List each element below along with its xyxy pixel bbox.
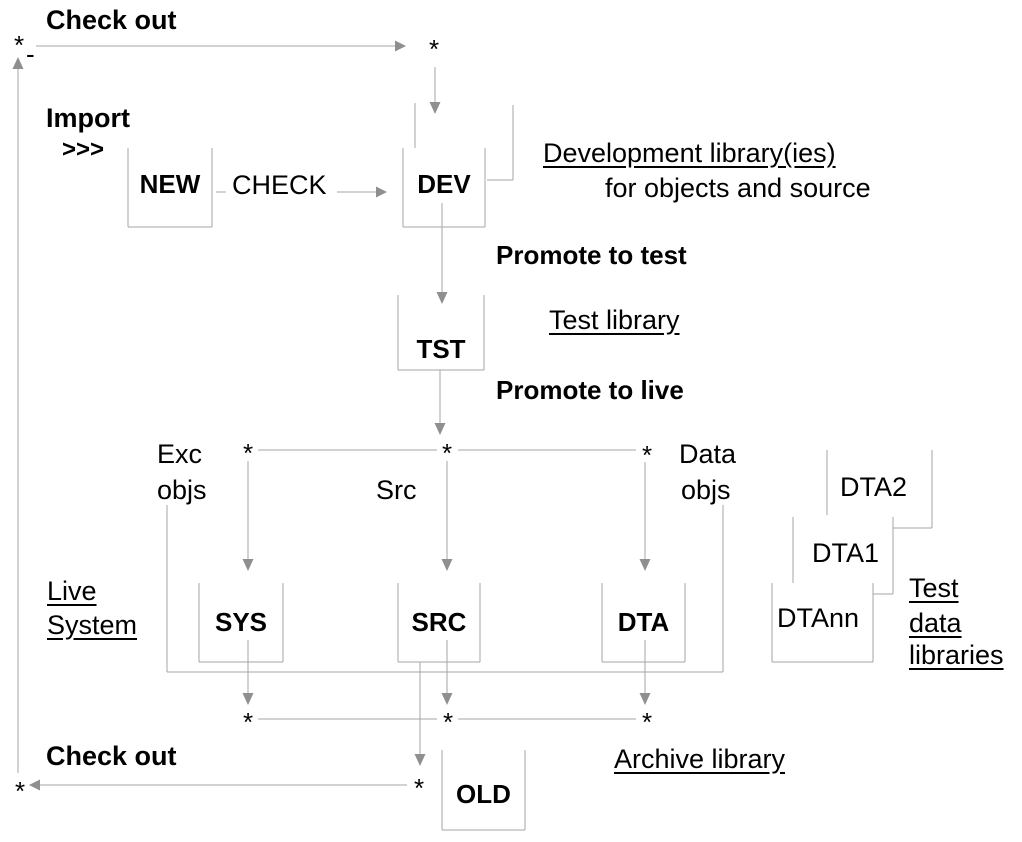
import-label: Import (46, 103, 130, 133)
exc-objs-label-line2: objs (157, 475, 207, 505)
src-to-archive-arrow (441, 640, 453, 705)
star-branch-src: * (441, 438, 453, 468)
data-objs-label-line2: objs (681, 475, 731, 505)
check-step-label: CHECK (232, 170, 327, 200)
star-branch-data-objs: * (641, 440, 653, 470)
test-library-note: Test library (549, 305, 680, 335)
checkout-bottom-arrow (29, 779, 407, 791)
checkout-top-arrow (36, 40, 406, 52)
star-branch-exc-objs: * (242, 438, 254, 468)
dash-checkout-start: - (26, 39, 35, 69)
checkout-top-label: Check out (46, 5, 177, 35)
star-archive-sys: * (242, 707, 254, 737)
star-checkout-bottom-end: * (14, 776, 26, 806)
star-old-checkout: * (413, 773, 425, 803)
sys-box-outline (198, 583, 284, 663)
src-box-label: SRC (411, 607, 467, 637)
sys-box-label: SYS (214, 607, 268, 637)
checkout-bottom-label: Check out (46, 741, 177, 771)
sys-to-archive-arrow (242, 640, 254, 705)
branch-to-dta-arrow (639, 462, 651, 571)
check-to-dev-arrow (337, 186, 387, 198)
dev-box-outline (402, 103, 514, 228)
tst-to-branch-arrow (434, 370, 446, 435)
star-to-dev-arrow (429, 67, 441, 114)
dev-box-label: DEV (417, 169, 471, 199)
test-data-libraries-label-line1: Test (909, 573, 959, 603)
src-box-outline (397, 583, 481, 663)
star-dev-entry: * (428, 34, 440, 64)
star-checkout-start: * (13, 30, 25, 60)
new-box-label: NEW (139, 169, 201, 199)
dev-to-tst-arrow (436, 203, 448, 304)
star-archive-src: * (442, 707, 454, 737)
star-archive-dta: * (641, 707, 653, 737)
src-to-old-arrow (414, 662, 426, 766)
dta-to-archive-arrow (639, 640, 651, 705)
dev-library-note-line2: for objects and source (605, 173, 871, 203)
dta2-box-outline (826, 450, 933, 529)
dta-box-label: DTA (617, 607, 670, 637)
test-data-libraries-label-line2: data (909, 608, 962, 638)
archive-library-note: Archive library (614, 744, 786, 774)
old-box-outline (441, 750, 526, 831)
old-box-label: OLD (456, 779, 511, 809)
branch-to-src-arrow (441, 461, 453, 571)
new-box-outline (127, 148, 213, 228)
dta2-box-label: DTA2 (840, 472, 908, 502)
dev-library-note-line1: Development library(ies) (543, 138, 836, 168)
promote-to-live-label: Promote to live (496, 375, 684, 405)
dta-box-outline (601, 583, 686, 663)
live-system-label-line2: System (47, 610, 138, 640)
tst-box-outline (397, 295, 485, 371)
tst-box-label: TST (416, 334, 466, 364)
promote-to-test-label: Promote to test (496, 240, 687, 270)
data-objs-label-line1: Data (679, 439, 737, 469)
dtann-box-label: DTAnn (777, 603, 860, 633)
dta1-box-outline (792, 517, 894, 595)
left-return-line (12, 57, 24, 773)
dta1-box-label: DTA1 (812, 538, 880, 568)
exc-objs-label-line1: Exc (157, 439, 203, 469)
test-data-libraries-label-line3: libraries (909, 640, 1004, 670)
dtann-box-outline (771, 583, 874, 663)
import-chevrons-icon: >>> (62, 136, 105, 163)
src-stream-label: Src (376, 475, 417, 505)
object-stream-collector (166, 505, 724, 673)
live-system-label-line1: Live (47, 576, 97, 606)
branch-to-sys-arrow (242, 461, 254, 571)
